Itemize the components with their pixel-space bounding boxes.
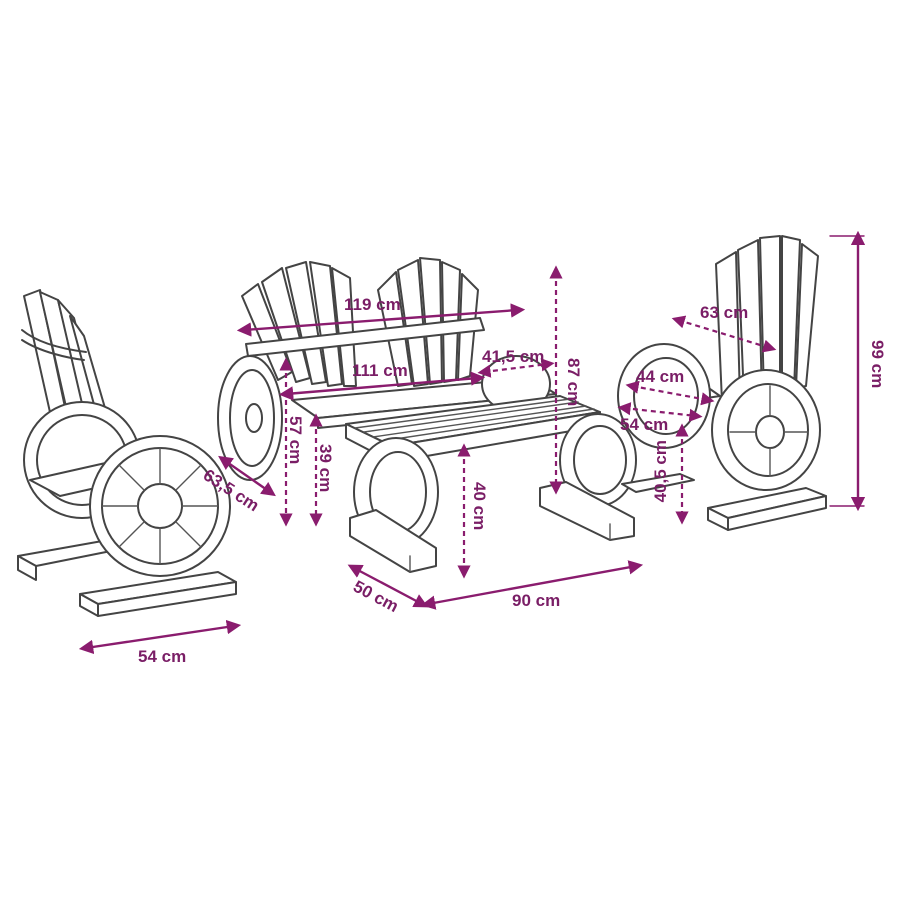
left-chair-drawing <box>17 289 237 617</box>
dim-right-chair-seat-width-line <box>625 380 715 406</box>
label-right-chair-seat-width: 44 cm <box>636 367 684 386</box>
label-bench-seat-width: 111 cm <box>352 361 408 380</box>
label-table-depth: 50 cm <box>350 577 401 616</box>
dim-bench-seat-width-line <box>278 371 486 401</box>
label-right-chair-back-width: 63 cm <box>700 303 748 322</box>
dim-right-chair-seat-depth-line <box>617 402 703 422</box>
label-bench-back-height: 57 cm <box>286 416 305 464</box>
dim-bench-width-top-line <box>236 303 526 337</box>
label-bench-seat-depth: 41,5 cm <box>482 347 544 366</box>
label-bench-seat-height: 39 cm <box>316 444 335 492</box>
label-bench-height: 87 cm <box>564 358 583 406</box>
dim-left-chair-depth-line <box>218 455 276 497</box>
label-left-chair-width: 54 cm <box>138 647 186 666</box>
label-table-height: 40 cm <box>470 482 489 530</box>
right-chair-drawing <box>617 235 827 531</box>
table-drawing <box>345 395 637 573</box>
dim-left-chair-width-line <box>78 619 242 655</box>
dim-table-width-line <box>420 560 644 610</box>
dim-bench-seat-depth-line <box>477 358 555 378</box>
dim-right-chair-back-width-line <box>671 315 777 353</box>
left-chair-base <box>17 539 237 617</box>
label-right-chair-seat-height: 40,5 cm <box>651 440 670 502</box>
right-chair-front-wheel <box>711 369 821 491</box>
label-right-chair-height: 99 cm <box>868 340 887 388</box>
label-right-chair-seat-depth: 54 cm <box>620 415 668 434</box>
label-table-width: 90 cm <box>512 591 560 610</box>
left-chair-front-wheel <box>89 435 231 577</box>
dimension-lines <box>78 230 866 655</box>
dim-table-depth-line <box>347 564 429 608</box>
label-bench-width-top: 119 cm <box>344 295 401 314</box>
